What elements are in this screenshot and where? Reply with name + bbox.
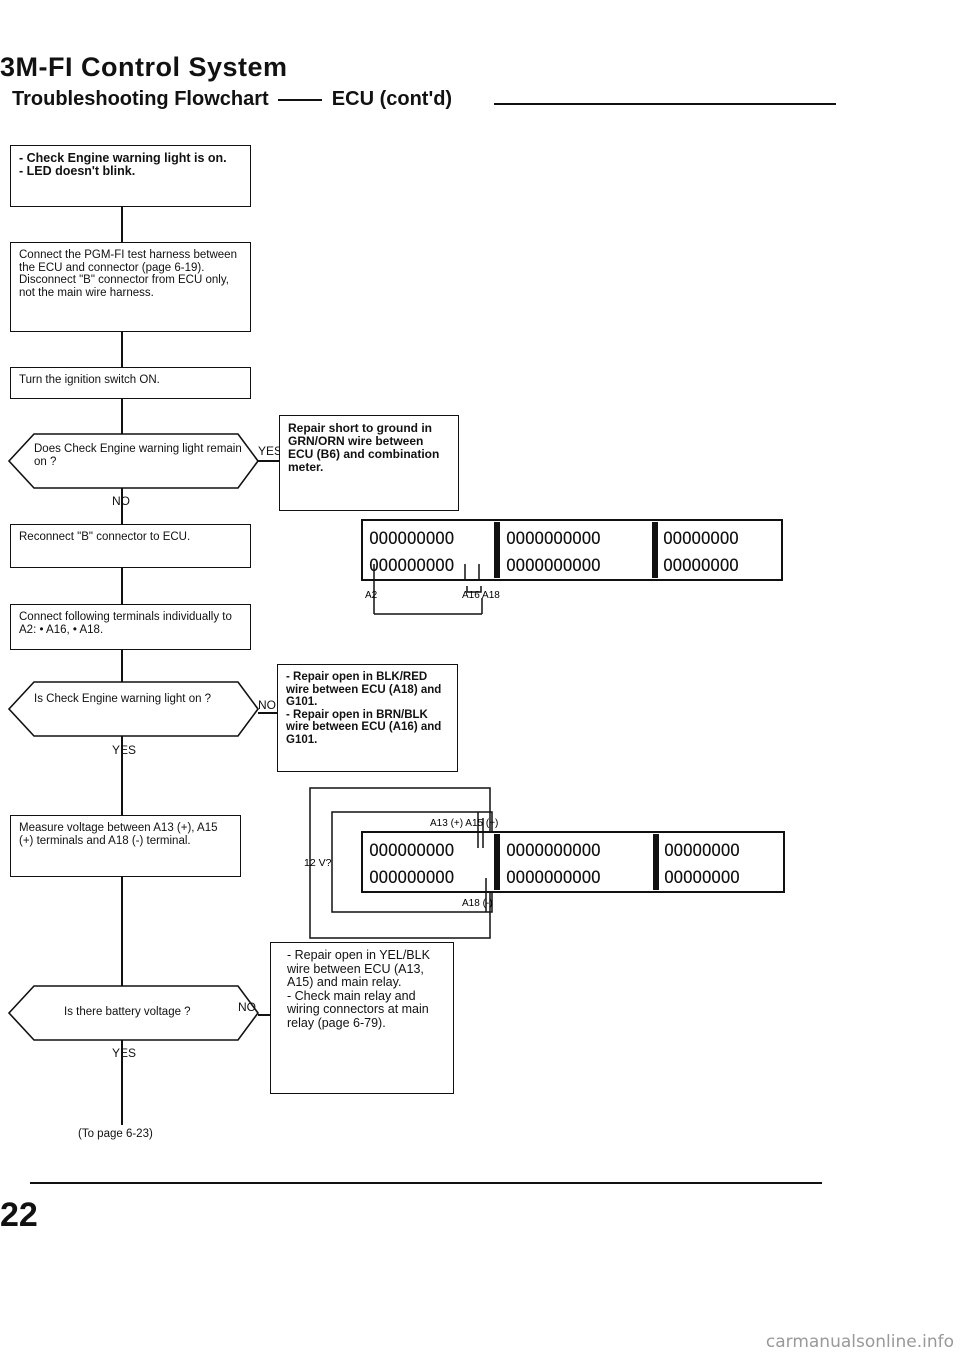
repair-short-grn-orn: Repair short to ground in GRN/ORN wire b… [279,415,459,511]
step-reconnect-b: Reconnect "B" connector to ECU. [10,524,251,568]
flow-main-line [121,205,123,1125]
conn2-row-a-block1: OOOOOOOOO [369,841,454,860]
decision1-yes-label: YES [258,444,283,458]
conn2-label-bottom: A18 (-) [462,898,493,909]
conn2-row-b-block1: OOOOOOOOO [369,868,454,887]
decision2-hexagon [7,681,259,737]
step-connect-test-harness: Connect the PGM-FI test harness between … [10,242,251,332]
conn2-label-top: A13 (+) A15 (+) [430,818,498,829]
conn1-row-b-block2: OOOOOOOOOO [506,556,600,575]
decision1-no-label: NO [112,494,130,508]
decision2-question: Is Check Engine warning light on ? [34,693,212,705]
conn1-label-a2: A2 [365,590,378,601]
decision1-yes-connector [258,460,282,462]
conn2-label-voltage: 12 V? [304,857,332,869]
step-ignition-on: Turn the ignition switch ON. [10,367,251,399]
decision3-no-connector [258,1014,272,1016]
continue-reference: (To page 6-23) [78,1128,153,1140]
decision3-yes-label: YES [112,1046,137,1060]
repair-open-yel-blk-main-relay: - Repair open in YEL/BLK wire between EC… [270,942,454,1094]
conn1-label-a16-a18: A16 A18 [462,590,500,601]
ecu-connector-diagram-2: OOOOOOOOO OOOOOOOOOO OOOOOOOO OOOOOOOOO … [304,787,785,939]
conn1-row-b-block3: OOOOOOOO [663,556,738,575]
decision3-hexagon [7,985,259,1041]
page-title: 3M-FI Control System [0,52,288,82]
conn1-row-a-block1: OOOOOOOOO [369,529,454,548]
footer-rule [30,1182,822,1184]
decision3-no-label: NO [238,1000,256,1014]
subtitle-dash [278,98,323,101]
watermark: carmanualsonline.info [765,1332,954,1352]
decision1-question: Does Check Engine warning light remain o… [34,443,242,468]
subtitle-suffix: ECU (cont'd) [331,88,453,110]
header-rule [494,103,836,105]
ecu-connector-diagram-1: OOOOOOOOO OOOOOOOOOO OOOOOOOO OOOOOOOOO … [361,519,783,615]
step-connect-terminals: Connect following terminals individually… [10,604,251,650]
decision1-hexagon [7,433,259,489]
step-measure-voltage: Measure voltage between A13 (+), A15 (+)… [10,815,241,877]
section-subtitle: Troubleshooting Flowchart ECU (cont'd) [12,88,452,111]
conn1-row-a-block2: OOOOOOOOOO [506,529,600,548]
decision2-no-connector [258,712,280,714]
conn2-row-a-block2: OOOOOOOOOO [506,841,600,860]
repair-open-blk-red-brn-blk: - Repair open in BLK/RED wire between EC… [277,664,458,772]
conn2-row-b-block2: OOOOOOOOOO [506,868,600,887]
step-check-engine-light: - Check Engine warning light is on. - LE… [10,145,251,207]
conn2-row-a-block3: OOOOOOOO [664,841,739,860]
decision2-yes-label: YES [112,743,137,757]
conn2-row-b-block3: OOOOOOOO [664,868,739,887]
subtitle-main: Troubleshooting Flowchart [12,88,269,110]
decision2-no-label: NO [258,698,276,712]
conn1-row-a-block3: OOOOOOOO [663,529,738,548]
decision3-question: Is there battery voltage ? [64,1006,191,1018]
conn1-row-b-block1: OOOOOOOOO [369,556,454,575]
page-number: 22 [0,1196,38,1234]
